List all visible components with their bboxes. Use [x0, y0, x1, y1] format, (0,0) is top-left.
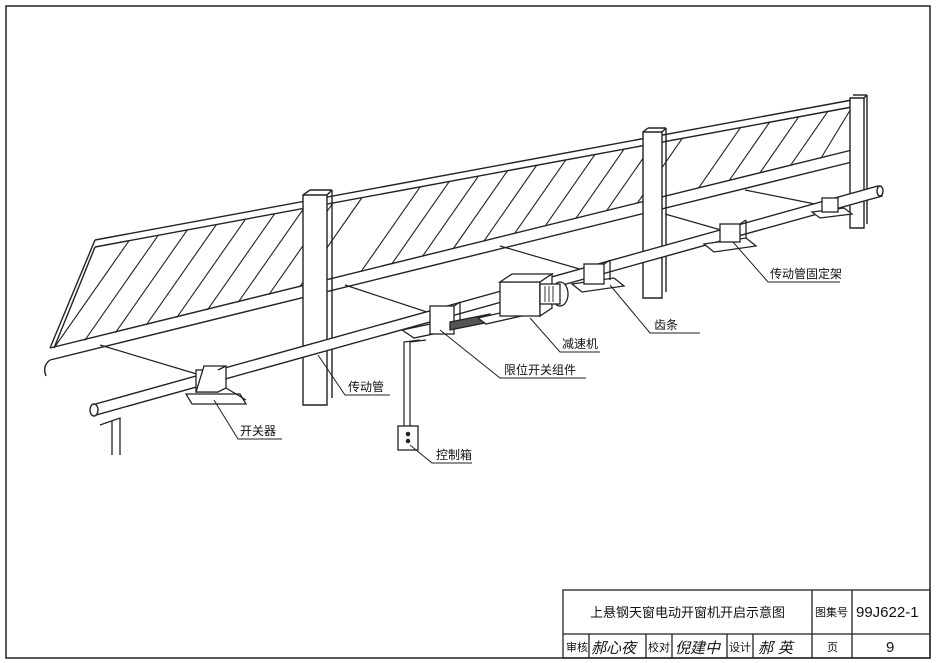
label-reducer: 减速机 [562, 337, 598, 351]
glazing-hatch [53, 106, 853, 349]
atlas-label: 图集号 [815, 605, 848, 619]
hatch-line [698, 127, 741, 189]
hatch-line [360, 186, 421, 273]
hatch-line [544, 154, 596, 227]
pipe-fixing-bracket-1 [702, 219, 758, 253]
hatch-line [207, 213, 276, 311]
hatch-line [452, 170, 509, 250]
column-left [302, 189, 333, 406]
rack-housing [570, 259, 626, 293]
hatch-line [483, 165, 538, 242]
column-right [849, 94, 868, 229]
hatch-line [53, 240, 130, 349]
hatch-line [114, 229, 188, 334]
hatch-line [237, 208, 305, 303]
hatch-line [820, 106, 853, 158]
review-signature: 郝心夜 [591, 639, 638, 657]
drawing-title: 上悬钢天窗电动开窗机开启示意图 [590, 605, 785, 621]
hatch-line [513, 159, 567, 235]
page-number: 9 [886, 639, 894, 656]
hatch-line [575, 148, 625, 219]
atlas-number: 99J622-1 [856, 604, 919, 621]
title-block [562, 589, 931, 659]
check-label: 校对 [648, 640, 670, 654]
wall-bracket [99, 417, 121, 455]
label-limit-switch-assembly: 限位开关组件 [504, 362, 576, 377]
rack-links [99, 189, 826, 376]
hatch-line [176, 218, 246, 318]
hatch-line [759, 116, 800, 174]
page-label: 页 [827, 641, 838, 654]
column-middle [642, 127, 667, 299]
hatch-line [145, 224, 217, 326]
check-signature: 倪建中 [675, 639, 722, 657]
label-control-box: 控制箱 [436, 447, 472, 462]
hatch-line [391, 181, 450, 265]
switch-device [184, 365, 248, 405]
hatch-line [84, 235, 159, 341]
drawing-frame [5, 5, 931, 659]
hatch-line [790, 111, 829, 166]
control-box-device [397, 425, 419, 451]
design-signature: 郝 英 [758, 639, 795, 657]
transmission-pipe-shape [89, 185, 884, 417]
control-wiring [403, 339, 427, 426]
label-transmission-pipe: 传动管 [348, 379, 384, 394]
pipe-fixing-bracket-2 [810, 197, 854, 219]
hatch-line [421, 175, 479, 257]
hatch-line [728, 121, 771, 181]
design-label: 设计 [729, 641, 751, 654]
leader-lines [213, 241, 840, 464]
reducer-motor [476, 272, 569, 325]
label-switch: 开关器 [240, 424, 276, 438]
review-label: 审核 [566, 640, 588, 654]
label-rack: 齿条 [654, 318, 678, 332]
label-transmission-fixing-bracket: 传动管固定架 [770, 266, 842, 281]
window-sash [43, 99, 853, 377]
